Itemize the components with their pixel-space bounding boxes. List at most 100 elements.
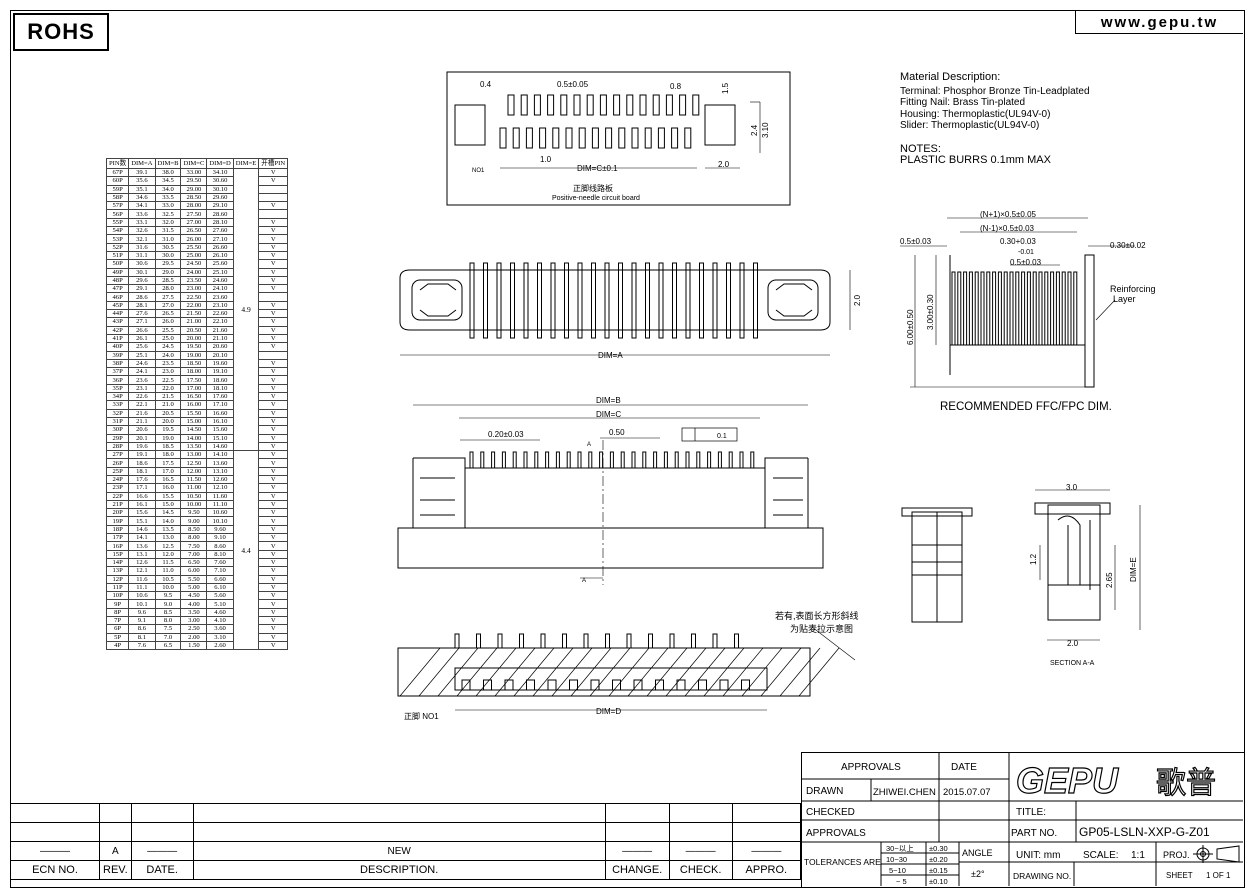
pcb-pad-top (692, 94, 700, 116)
ffc-dim-4: 0.30+0.03 (1000, 237, 1036, 246)
material-line: Fitting Nail: Brass Tin-plated (900, 97, 1026, 108)
pcb-pad-bottom (684, 127, 692, 149)
change-value: ——— (604, 841, 670, 861)
hatch-line (722, 647, 764, 697)
check-value: ——— (668, 841, 733, 861)
connector-pin (717, 451, 722, 469)
pcb-pad-top (520, 94, 528, 116)
pcb-pad-bottom (512, 127, 520, 149)
hatch-line (589, 647, 631, 697)
title-block-grid: APPROVALS DATE DRAWN ZHIWEI.CHEN 2015.07… (801, 752, 1243, 886)
front-flatness: 0.1 (717, 433, 727, 440)
ffc-stripe (1067, 271, 1072, 346)
connector-pin (672, 262, 677, 339)
pcb-pad-bottom (618, 127, 626, 149)
connector-pin (712, 262, 718, 339)
ffc-dim-1: (N+1)×0.5±0.05 (980, 210, 1037, 219)
drawing-no-label: DRAWING NO. (1013, 871, 1071, 881)
pcb-pad-top (573, 94, 581, 116)
connector-pin (469, 262, 475, 339)
connector-pin (566, 451, 571, 469)
description-value: NEW (192, 841, 606, 861)
description-header: DESCRIPTION. (192, 860, 606, 880)
ffc-stripe (992, 271, 997, 346)
side-view (901, 507, 973, 623)
drawn-label: DRAWN (806, 786, 843, 797)
ffc-stripe (1009, 271, 1014, 346)
pcb-pad-bottom (552, 127, 560, 149)
pcb-dim-04: 0.4 (480, 80, 492, 89)
tol-range-3: ~ 5 (896, 877, 907, 886)
hatch-line (779, 647, 821, 697)
pcb-pad-bottom (565, 127, 573, 149)
ffc-dim-3: 0.5±0.03 (900, 237, 932, 246)
hatch-line (608, 647, 650, 697)
ffc-dim-5: 0.5±0.03 (1010, 258, 1042, 267)
notes-title: NOTES: (900, 142, 941, 155)
hatch-line (741, 647, 783, 697)
pcb-pad-top (586, 94, 594, 116)
material-description: Material Description: Terminal: Phosphor… (900, 71, 1090, 167)
pin-table-cell: V (258, 640, 289, 651)
pcb-pad-top (626, 94, 634, 116)
connector-top-view (399, 269, 831, 331)
tol-range-0: 30~以上 (886, 844, 914, 853)
tol-value-2: ±0.15 (929, 866, 948, 875)
pin-table-cell: 2.60 (206, 640, 234, 651)
drawing-frame (10, 10, 1245, 888)
ffc-stripe (1021, 271, 1026, 346)
pcb-pad (704, 104, 736, 146)
tol-value-1: ±0.20 (929, 855, 948, 864)
connector-pin (734, 633, 739, 649)
connector-pin (609, 451, 614, 469)
ffc-dim-7: 6.00±0.50 (906, 309, 915, 345)
notes-line: PLASTIC BURRS 0.1mm MAX (900, 154, 1051, 166)
connector-pin (545, 451, 550, 469)
connector-pin-foot (698, 679, 707, 691)
front-dim-b: DIM=B (596, 396, 621, 405)
connector-pin (588, 451, 593, 469)
connector-pin (648, 633, 653, 649)
connector-pin (510, 262, 515, 339)
connector-pin (620, 451, 625, 469)
connector-pin (691, 633, 696, 649)
connector-pin-foot (504, 679, 514, 691)
pcb-pad-top (665, 94, 673, 116)
connector-pin (753, 262, 758, 339)
ffc-layer: Layer (1113, 294, 1136, 304)
checked-label: CHECKED (806, 807, 855, 818)
ffc-stripe (1073, 271, 1078, 346)
hatch-line (703, 647, 745, 697)
ffc-dim-2: (N-1)×0.5±0.03 (980, 224, 1035, 233)
section-dim-20: 2.0 (1067, 639, 1079, 648)
ffc-reinforcing: Reinforcing (1110, 284, 1156, 294)
connector-pin-foot (569, 679, 578, 691)
connector-pin (483, 262, 488, 339)
pcb-dim-15: 1.5 (721, 82, 730, 94)
connector-pin (523, 451, 528, 469)
pcb-pad-bottom (605, 127, 613, 149)
pcb-pad-bottom (657, 127, 665, 149)
pcb-pad-top (560, 94, 568, 116)
hatch-line (399, 647, 441, 697)
logo-text: GEPU (1016, 760, 1119, 801)
part-no-label: PART NO. (1011, 828, 1057, 839)
connector-pin (642, 451, 647, 469)
connector-pin (550, 262, 556, 339)
pcb-footprint-frame (446, 71, 791, 206)
ffc-stripe (1026, 271, 1031, 346)
ffc-stripe (951, 271, 956, 346)
ffc-stripe (1050, 271, 1055, 346)
connector-pin (577, 451, 582, 469)
connector-pin (618, 262, 623, 339)
